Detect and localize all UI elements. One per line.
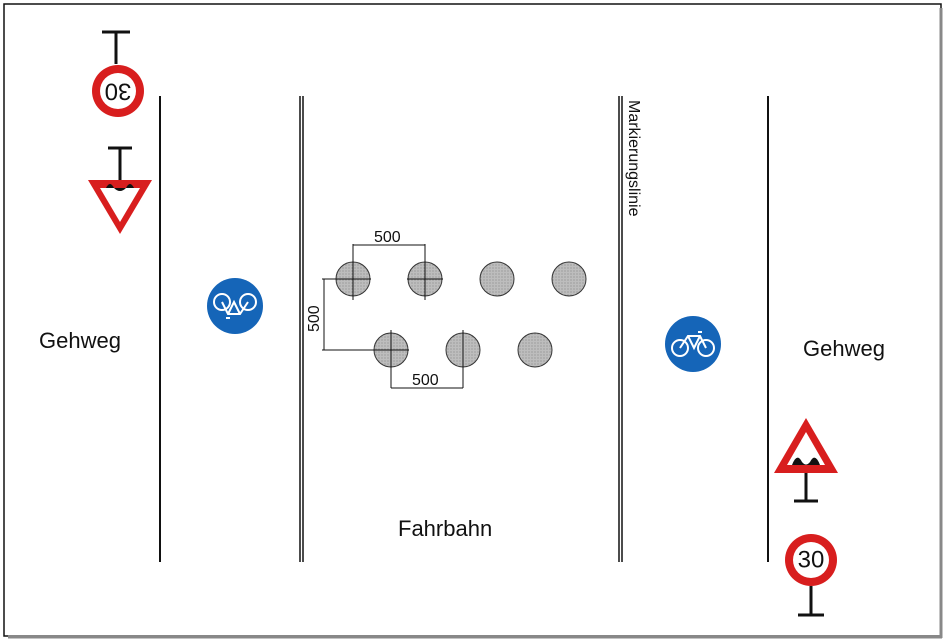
bump-symbol-icon	[106, 184, 134, 191]
dimension-label-vertical: 500	[306, 305, 323, 332]
speed-limit-sign-right: 30	[785, 534, 837, 617]
roadway-label: Fahrbahn	[398, 516, 493, 541]
bump-warning-sign-right	[774, 418, 838, 503]
bicycle-sign-left	[207, 278, 263, 334]
speed-limit-value: 30	[105, 78, 132, 105]
speed-limit-value: 30	[798, 547, 825, 574]
sidewalk-label-left: Gehweg	[39, 328, 121, 353]
speed-bump-grid	[335, 261, 587, 368]
marking-line-label: Markierungslinie	[625, 100, 642, 217]
speed-bump	[479, 261, 515, 297]
dimension-label-top: 500	[374, 229, 401, 246]
sidewalk-label-right: Gehweg	[803, 336, 885, 361]
speed-bump	[551, 261, 587, 297]
dimension-label-bottom: 500	[412, 372, 439, 389]
bump-symbol-icon	[792, 457, 820, 465]
bicycle-icon	[671, 331, 715, 357]
bicycle-icon	[213, 293, 257, 319]
dimension-lines	[322, 244, 464, 389]
yield-sign-left	[88, 146, 152, 234]
speed-limit-sign-left: 30	[92, 30, 144, 117]
speed-bump	[517, 332, 553, 368]
bicycle-sign-right	[665, 316, 721, 372]
